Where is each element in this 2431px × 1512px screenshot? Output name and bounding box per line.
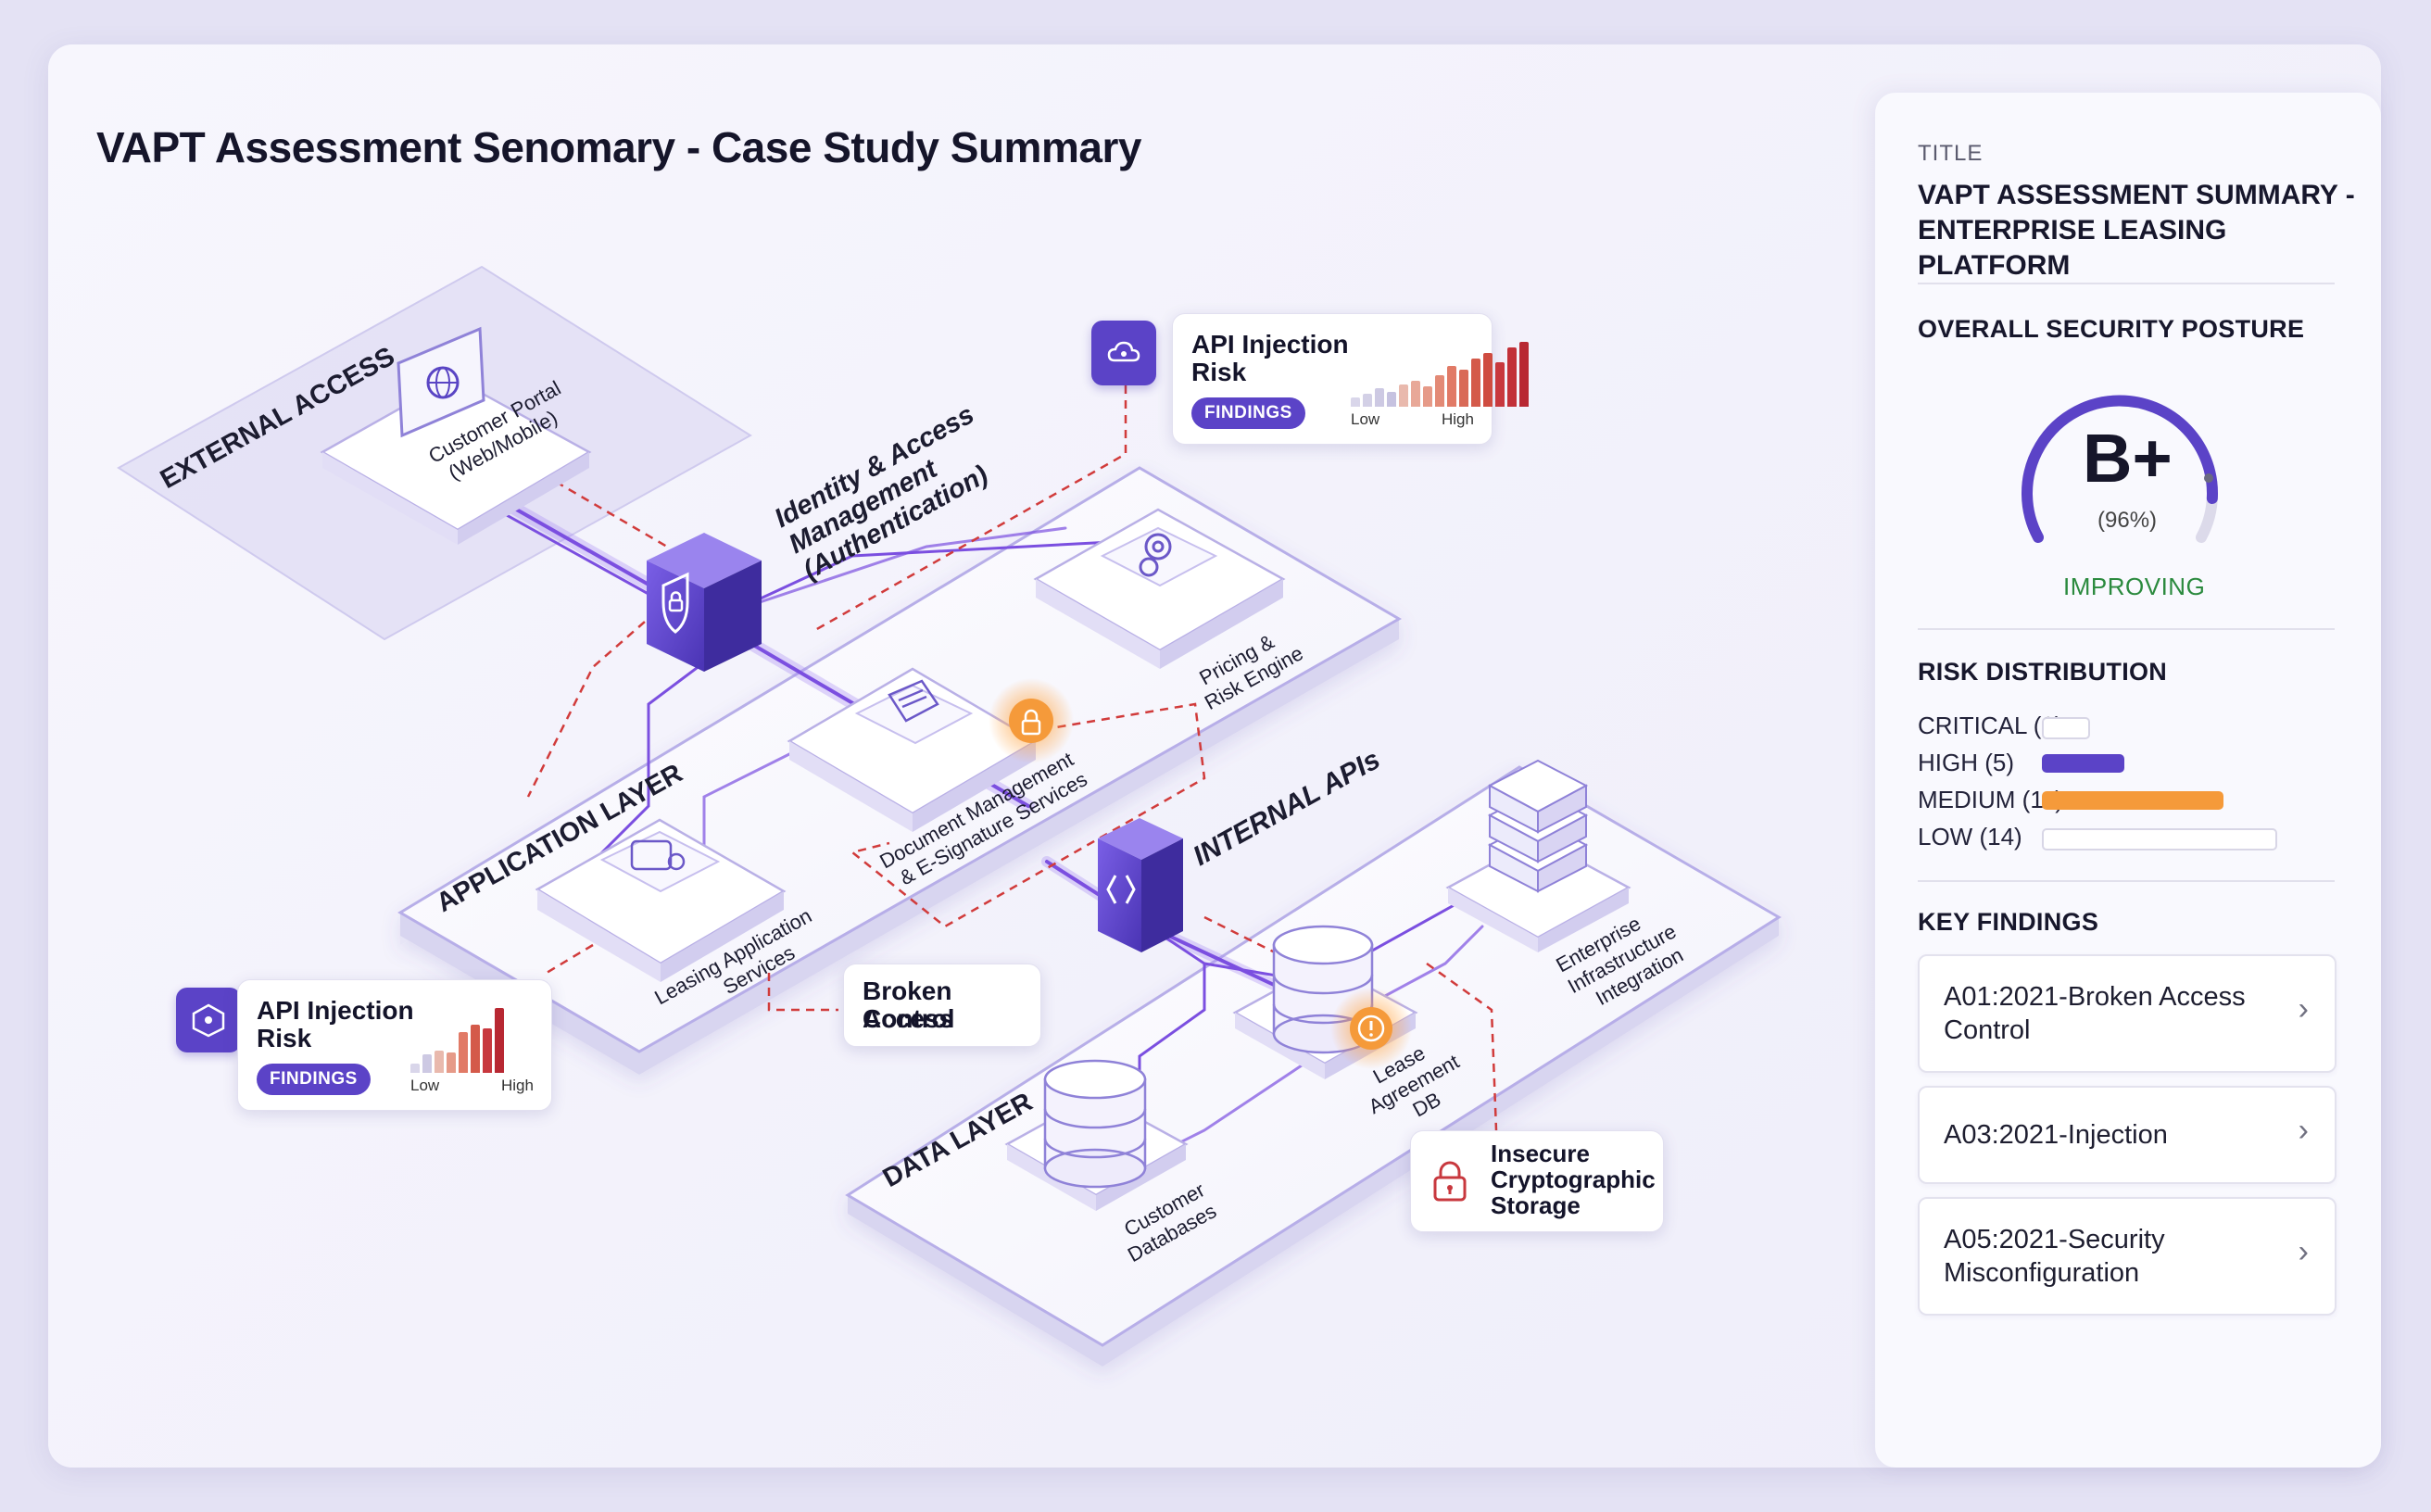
finding-label: Control — [1944, 1015, 2031, 1045]
mini-bar — [410, 1064, 420, 1073]
mini-bar — [435, 1051, 444, 1073]
api-injection-risk-card-left[interactable]: API Injection Risk FINDINGS Low High — [237, 979, 552, 1111]
report-title-line2: ENTERPRISE LEASING PLATFORM — [1918, 215, 2227, 281]
mini-bar — [447, 1052, 456, 1073]
server-stack-icon — [1487, 759, 1589, 893]
risk-label: CRITICAL (2) — [1918, 712, 2063, 739]
document-signature-icon — [888, 679, 939, 723]
mini-bar — [471, 1025, 480, 1073]
document-management-node[interactable] — [787, 667, 1039, 832]
callout-title: Risk — [1191, 358, 1247, 386]
mini-bar — [1435, 375, 1444, 407]
chevron-right-icon: › — [2298, 991, 2309, 1027]
warning-alert-icon[interactable] — [1330, 988, 1412, 1069]
mini-bar — [483, 1028, 492, 1073]
pricing-risk-engine-node[interactable] — [1033, 508, 1286, 669]
broken-access-control-card[interactable]: Broken Access Control — [843, 964, 1041, 1047]
risk-label: LOW (14) — [1918, 823, 2022, 850]
shield-lock-icon — [661, 572, 689, 634]
globe-icon — [397, 326, 485, 438]
api-injection-risk-card-top[interactable]: API Injection Risk FINDINGS Low High — [1172, 313, 1529, 445]
mini-bar — [1459, 370, 1468, 407]
security-posture-label: OVERALL SECURITY POSTURE — [1918, 315, 2305, 343]
risk-bar — [2042, 754, 2125, 773]
security-gauge — [2022, 395, 2218, 543]
cloud-api-icon — [1107, 341, 1140, 362]
internal-apis-node[interactable] — [1098, 818, 1183, 952]
enterprise-infrastructure-node[interactable] — [1445, 759, 1631, 952]
mini-bar — [1519, 342, 1529, 407]
grade-value: B+ — [2083, 420, 2173, 497]
mini-bar — [1483, 353, 1493, 407]
lock-alert-icon[interactable] — [989, 678, 1074, 763]
code-brackets-icon — [1106, 875, 1136, 904]
callout-title: API Injection — [257, 996, 414, 1025]
internal-apis-label: INTERNAL APIs — [1188, 744, 1385, 872]
finding-label: Misconfiguration — [1944, 1258, 2140, 1288]
chevron-right-icon: › — [2298, 1113, 2309, 1148]
grade-percent: (96%) — [2097, 508, 2158, 533]
mini-bar — [1471, 359, 1480, 407]
finding-label: A05:2021-Security — [1944, 1225, 2165, 1254]
mini-bar — [1399, 384, 1408, 407]
mini-bar — [1375, 388, 1384, 407]
title-label: TITLE — [1918, 141, 1984, 166]
risk-mini-chart — [1351, 342, 1529, 407]
api-risk-icon-left[interactable] — [176, 988, 241, 1052]
risk-label: MEDIUM (11) — [1918, 786, 2063, 813]
chevron-right-icon: › — [2298, 1234, 2309, 1269]
callout-title: Risk — [257, 1024, 312, 1052]
page-title: VAPT Assessment Senomary - Case Study Su… — [96, 123, 1141, 171]
insecure-crypto-storage-card[interactable]: Insecure Cryptographic Storage — [1410, 1130, 1664, 1232]
summary-panel: TITLE VAPT ASSESSMENT SUMMARY - ENTERPRI… — [1875, 93, 2381, 1468]
risk-bar — [2042, 828, 2277, 850]
mini-bar — [1507, 347, 1517, 407]
mini-bar — [1495, 362, 1505, 407]
risk-bar — [2042, 717, 2090, 739]
mini-bar — [459, 1032, 468, 1073]
leasing-application-node[interactable] — [535, 818, 787, 982]
customer-database-node[interactable] — [1004, 1059, 1189, 1211]
mini-bar — [1423, 386, 1432, 407]
risk-distribution-label: RISK DISTRIBUTION — [1918, 658, 2168, 686]
risk-bar — [2042, 791, 2224, 810]
risk-label: HIGH (5) — [1918, 749, 2014, 776]
mini-bar — [1411, 381, 1420, 407]
architecture-diagram: EXTERNAL ACCESS APPLICATION LAYER DATA L… — [117, 265, 1782, 1367]
mini-bar — [1447, 366, 1456, 407]
callout-title: API Injection — [1191, 330, 1349, 359]
key-findings-label: KEY FINDINGS — [1918, 908, 2099, 936]
customer-portal-node[interactable] — [320, 326, 592, 545]
finding-label: A03:2021-Injection — [1944, 1120, 2168, 1150]
findings-badge[interactable]: FINDINGS — [257, 1064, 371, 1095]
mini-bar — [1387, 392, 1396, 407]
lock-icon — [1433, 1161, 1467, 1202]
mini-bar — [422, 1054, 432, 1073]
risk-mini-chart — [410, 1008, 504, 1073]
iam-shield-node[interactable] — [647, 533, 762, 672]
gears-icon — [1139, 533, 1172, 577]
mini-bar — [1351, 397, 1360, 407]
finding-item[interactable]: A03:2021-Injection › — [1918, 1086, 2337, 1184]
api-risk-icon-top[interactable] — [1091, 321, 1156, 385]
report-title-line1: VAPT ASSESSMENT SUMMARY - — [1918, 180, 2355, 210]
database-icon — [1043, 1059, 1147, 1189]
mini-bar — [495, 1008, 504, 1073]
network-api-icon — [192, 1003, 225, 1038]
wallet-icon — [630, 839, 686, 871]
findings-badge[interactable]: FINDINGS — [1191, 397, 1305, 429]
finding-label: A01:2021-Broken Access — [1944, 982, 2246, 1012]
mini-bar — [1363, 394, 1372, 407]
trend-label: IMPROVING — [2063, 573, 2206, 600]
